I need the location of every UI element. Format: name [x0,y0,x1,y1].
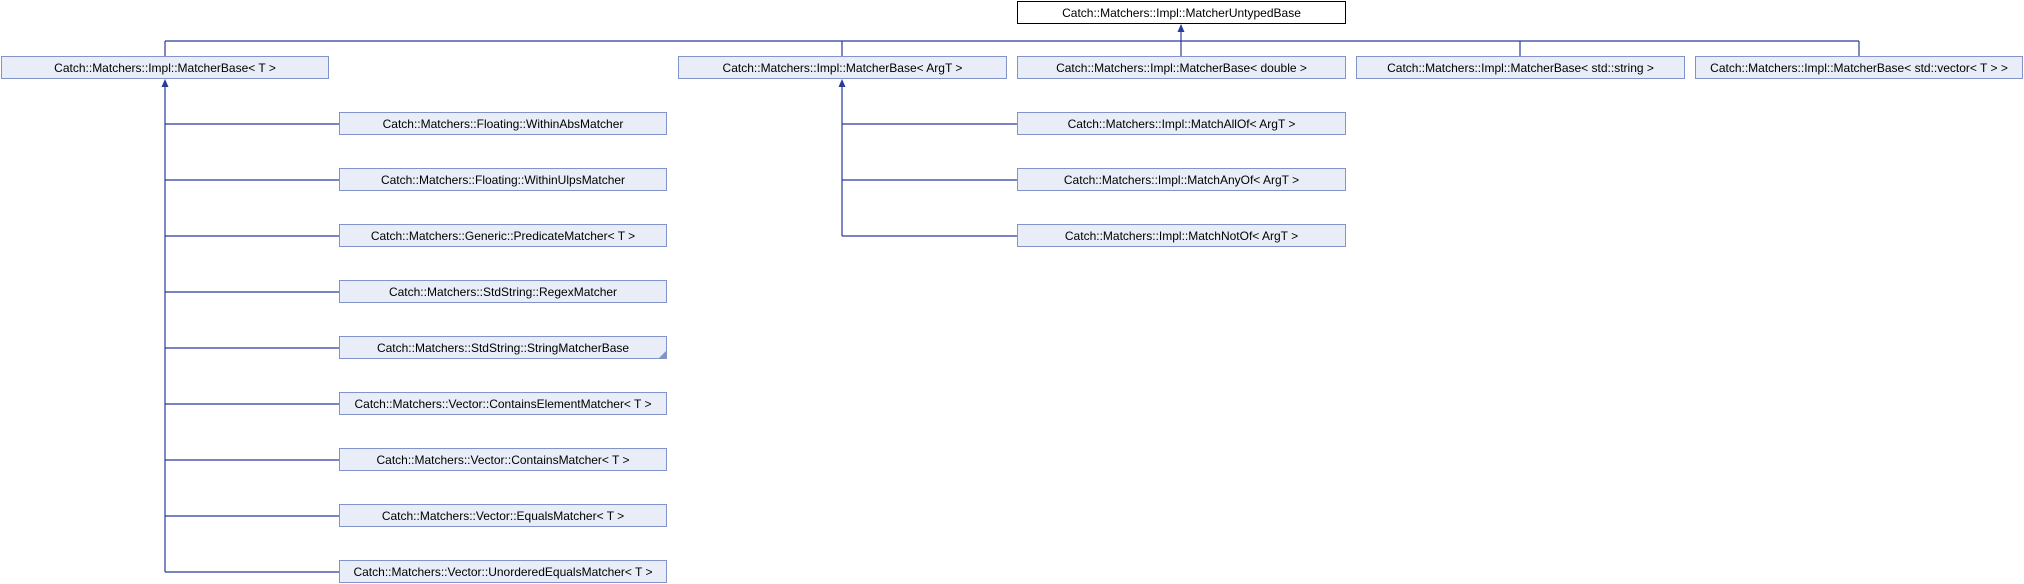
node-match-any-of[interactable]: Catch::Matchers::Impl::MatchAnyOf< ArgT … [1017,168,1346,191]
node-matcher-base-vector[interactable]: Catch::Matchers::Impl::MatcherBase< std:… [1695,56,2023,79]
node-contains-element-matcher[interactable]: Catch::Matchers::Vector::ContainsElement… [339,392,667,415]
node-within-abs-matcher[interactable]: Catch::Matchers::Floating::WithinAbsMatc… [339,112,667,135]
node-unordered-equals-matcher[interactable]: Catch::Matchers::Vector::UnorderedEquals… [339,560,667,583]
node-matcher-base-double[interactable]: Catch::Matchers::Impl::MatcherBase< doub… [1017,56,1346,79]
arrowhead-to-matcher-base-argt [838,79,846,87]
node-matcher-base-string[interactable]: Catch::Matchers::Impl::MatcherBase< std:… [1356,56,1685,79]
node-within-ulps-matcher[interactable]: Catch::Matchers::Floating::WithinUlpsMat… [339,168,667,191]
node-contains-matcher[interactable]: Catch::Matchers::Vector::ContainsMatcher… [339,448,667,471]
node-predicate-matcher[interactable]: Catch::Matchers::Generic::PredicateMatch… [339,224,667,247]
node-matcher-untyped-base: Catch::Matchers::Impl::MatcherUntypedBas… [1017,1,1346,24]
node-matcher-base-argt[interactable]: Catch::Matchers::Impl::MatcherBase< ArgT… [678,56,1007,79]
arrowhead-to-untyped-base [1177,24,1185,32]
node-match-not-of[interactable]: Catch::Matchers::Impl::MatchNotOf< ArgT … [1017,224,1346,247]
node-string-matcher-base[interactable]: Catch::Matchers::StdString::StringMatche… [339,336,667,359]
node-regex-matcher[interactable]: Catch::Matchers::StdString::RegexMatcher [339,280,667,303]
node-equals-matcher[interactable]: Catch::Matchers::Vector::EqualsMatcher< … [339,504,667,527]
more-subclasses-corner-icon [659,351,666,358]
node-string-matcher-base-label: Catch::Matchers::StdString::StringMatche… [376,340,630,355]
arrowhead-to-matcher-base-t [161,79,169,87]
node-match-all-of[interactable]: Catch::Matchers::Impl::MatchAllOf< ArgT … [1017,112,1346,135]
node-matcher-base-t[interactable]: Catch::Matchers::Impl::MatcherBase< T > [1,56,329,79]
